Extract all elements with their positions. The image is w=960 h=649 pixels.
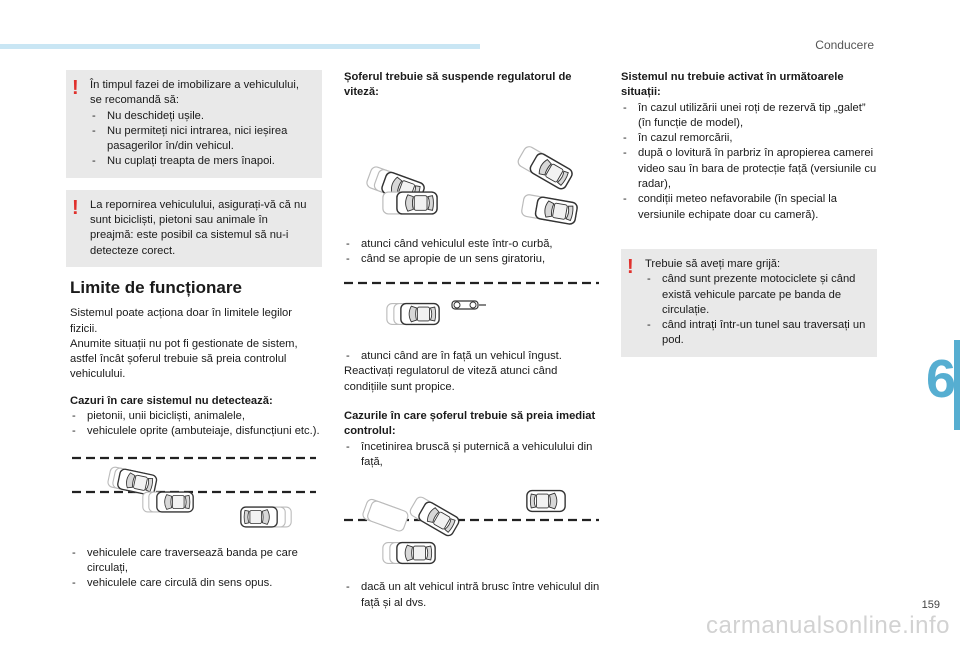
list-item: condiții meteo nefavorabile (în special … bbox=[621, 192, 877, 223]
motorcycle-icon bbox=[451, 300, 486, 310]
list-item: când sunt prezente motociclete și când e… bbox=[645, 272, 867, 318]
chapter-tab: 6 bbox=[916, 340, 960, 430]
warning-text: Trebuie să aveți mare grijă: bbox=[645, 257, 781, 270]
chapter-tab-bar bbox=[954, 340, 960, 430]
chapter-number: 6 bbox=[926, 349, 957, 409]
middle-column: Șoferul trebuie să suspende regulatorul … bbox=[344, 70, 602, 611]
list-item: dacă un alt vehicul intră brusc între ve… bbox=[344, 580, 602, 611]
list-item: Nu cuplați treapta de mers înapoi. bbox=[90, 154, 312, 170]
list-item: Nu deschideți ușile. bbox=[90, 109, 312, 125]
illustration-crossing-vehicles bbox=[72, 456, 316, 528]
not-active-list: în cazul utilizării unei roți de rezervă… bbox=[621, 101, 877, 223]
warning-icon: ! bbox=[72, 196, 79, 219]
intro-text: Sistemul poate acționa doar în limitele … bbox=[70, 307, 293, 335]
warning-icon: ! bbox=[72, 77, 79, 99]
suspend-list-1: atunci când vehiculul este într-o curbă,… bbox=[344, 237, 602, 268]
chapter-title: Conducere bbox=[815, 38, 874, 52]
takeover-list-1: încetinirea bruscă și puternică a vehicu… bbox=[344, 440, 602, 471]
list-item: când se apropie de un sens giratoriu, bbox=[344, 252, 602, 268]
list-item: în cazul utilizării unei roți de rezervă… bbox=[621, 101, 877, 132]
warning-box-immobilization: ! În timpul fazei de imobilizare a vehic… bbox=[66, 70, 322, 178]
list-item: în cazul remorcării, bbox=[621, 131, 877, 147]
watermark: carmanualsonline.info bbox=[706, 612, 950, 639]
warning-list: Nu deschideți ușile. Nu permiteți nici i… bbox=[90, 109, 312, 170]
header-bar bbox=[0, 44, 480, 49]
list-item: Nu permiteți nici intrarea, nici ieșirea… bbox=[90, 124, 312, 155]
list-item: atunci când are în față un vehicul îngus… bbox=[344, 349, 602, 365]
cases-list-2: vehiculele care traversează banda pe car… bbox=[70, 546, 322, 592]
reactivate-text: Reactivați regulatorul de viteză atunci … bbox=[344, 365, 558, 393]
list-item: vehiculele oprite (ambuteiaje, disfuncți… bbox=[70, 424, 322, 440]
warning-icon: ! bbox=[627, 255, 634, 278]
list-item: încetinirea bruscă și puternică a vehicu… bbox=[344, 440, 602, 471]
illustration-narrow-vehicle bbox=[344, 282, 599, 326]
left-column: ! În timpul fazei de imobilizare a vehic… bbox=[66, 70, 322, 592]
suspend-title: Șoferul trebuie să suspende regulatorul … bbox=[344, 71, 572, 99]
list-item: când intrați într-un tunel sau traversaț… bbox=[645, 318, 867, 349]
not-active-title: Sistemul nu trebuie activat în următoare… bbox=[621, 71, 844, 99]
suspend-list-2: atunci când are în față un vehicul îngus… bbox=[344, 349, 602, 365]
warning-box-restart: ! La repornirea vehiculului, asigurați-v… bbox=[66, 189, 322, 267]
warning-box-care: ! Trebuie să aveți mare grijă: când sunt… bbox=[621, 248, 877, 357]
takeover-title: Cazurile în care șoferul trebuie să prei… bbox=[344, 410, 596, 438]
intro-text: Anumite situații nu pot fi gestionate de… bbox=[70, 337, 298, 381]
warning-text: În timpul fazei de imobilizare a vehicul… bbox=[90, 79, 299, 107]
illustration-curve bbox=[364, 143, 579, 226]
cases-title: Cazuri în care sistemul nu detectează: bbox=[70, 394, 273, 407]
list-item: pietonii, unii bicicliști, animalele, bbox=[70, 409, 322, 425]
list-item: vehiculele care circulă din sens opus. bbox=[70, 576, 322, 592]
right-column: Sistemul nu trebuie activat în următoare… bbox=[621, 70, 877, 357]
illustration-cut-in bbox=[344, 490, 599, 565]
list-item: vehiculele care traversează banda pe car… bbox=[70, 546, 322, 577]
page-number: 159 bbox=[921, 599, 940, 611]
warning-text: La repornirea vehiculului, asigurați-vă … bbox=[90, 198, 307, 257]
cases-list: pietonii, unii bicicliști, animalele, ve… bbox=[70, 409, 322, 440]
takeover-list-2: dacă un alt vehicul intră brusc între ve… bbox=[344, 580, 602, 611]
warning-list: când sunt prezente motociclete și când e… bbox=[645, 272, 867, 348]
list-item: atunci când vehiculul este într-o curbă, bbox=[344, 237, 602, 253]
list-item: după o lovitură în parbriz în apropierea… bbox=[621, 146, 877, 192]
section-heading: Limite de funcționare bbox=[70, 277, 242, 297]
